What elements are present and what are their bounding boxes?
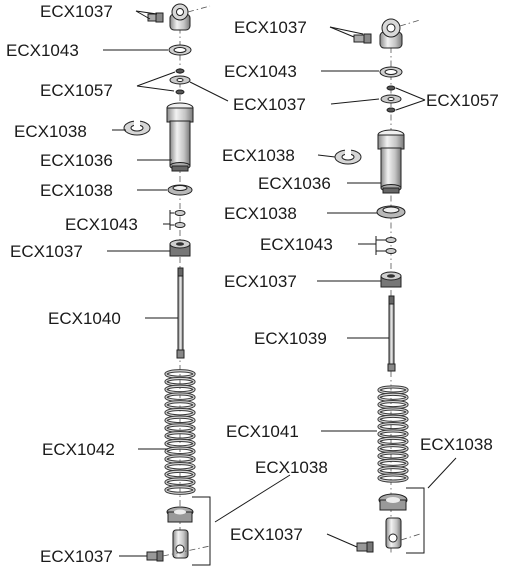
left-top-screw — [147, 12, 164, 23]
part-labels: ECX1037 ECX1043 ECX1057 ECX1038 ECX1036 … — [6, 2, 499, 566]
left-shaft — [176, 267, 185, 359]
label-right-spring: ECX1041 — [226, 422, 299, 441]
leader-lines — [103, 10, 457, 557]
right-lower-oring-1 — [385, 237, 397, 243]
left-shock-body — [166, 102, 194, 172]
label-left-clip: ECX1038 — [14, 122, 87, 141]
label-right-lower-orings: ECX1043 — [260, 235, 333, 254]
right-spring — [377, 385, 409, 483]
label-right-clip: ECX1038 — [222, 146, 295, 165]
label-left-lower-collar: ECX1038 — [40, 181, 113, 200]
label-left-piston-parts: ECX1057 — [40, 81, 113, 100]
label-left-spring-cup: ECX1038 — [255, 458, 328, 477]
right-piston-parts — [380, 85, 402, 113]
label-right-shaft: ECX1039 — [254, 329, 327, 348]
label-right-rod-end: ECX1037 — [230, 525, 303, 544]
label-right-top-oring: ECX1043 — [224, 62, 297, 81]
right-spring-cup — [378, 493, 408, 511]
right-rod-end — [356, 517, 421, 553]
label-left-shaft: ECX1040 — [48, 309, 121, 328]
label-left-rod-end: ECX1037 — [40, 547, 113, 566]
left-rod-end — [146, 529, 211, 562]
left-lower-oring-1 — [174, 210, 186, 216]
label-left-top-oring: ECX1043 — [6, 41, 79, 60]
left-lower-oring-2 — [174, 222, 186, 228]
label-left-lower-orings: ECX1043 — [65, 215, 138, 234]
right-bracket — [406, 487, 425, 554]
label-right-piston-center: ECX1037 — [233, 95, 306, 114]
label-left-seal-nut: ECX1037 — [10, 242, 83, 261]
right-shock-body — [377, 129, 405, 194]
spring-coil-highlight — [378, 474, 408, 482]
left-piston-parts — [169, 68, 191, 95]
label-right-body: ECX1036 — [258, 174, 331, 193]
right-assembly — [334, 18, 425, 555]
label-right-top-cap-screw: ECX1037 — [234, 18, 307, 37]
right-top-cap — [379, 18, 421, 49]
label-left-body: ECX1036 — [40, 151, 113, 170]
right-lower-oring-2 — [385, 248, 397, 254]
label-right-seal-nut: ECX1037 — [224, 272, 297, 291]
left-seal-nut — [169, 239, 191, 257]
left-assembly — [123, 3, 211, 566]
right-top-screw — [353, 33, 372, 44]
left-clip — [123, 120, 151, 136]
label-left-top-cap-screw: ECX1037 — [40, 2, 113, 21]
label-right-spring-cup: ECX1038 — [420, 435, 493, 454]
spring-coil-highlight — [165, 486, 195, 494]
label-right-lower-collar: ECX1038 — [224, 204, 297, 223]
right-clip — [334, 149, 362, 165]
label-right-piston-parts: ECX1057 — [426, 91, 499, 110]
left-spring-cup — [166, 506, 194, 523]
left-spring — [164, 369, 196, 495]
right-seal-nut — [380, 271, 402, 288]
left-top-cap — [169, 3, 211, 31]
label-left-spring: ECX1042 — [42, 440, 115, 459]
left-bracket — [192, 496, 211, 566]
right-shaft — [387, 295, 396, 372]
